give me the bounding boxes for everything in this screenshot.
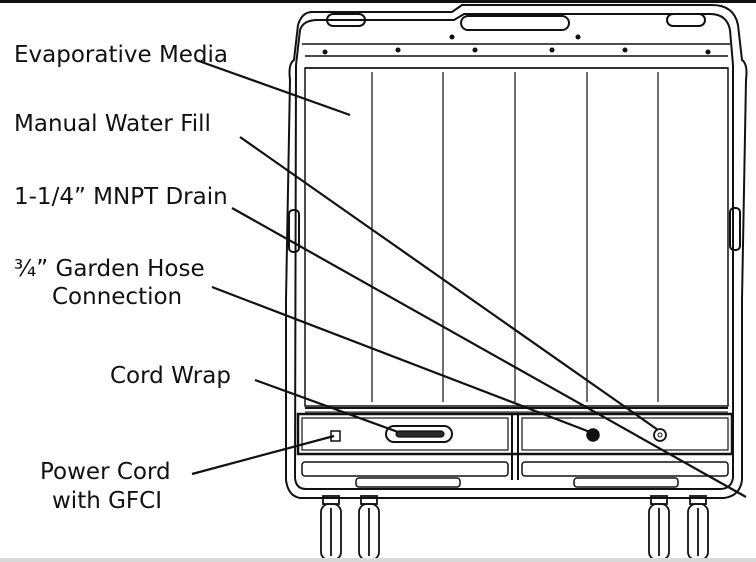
label-manual-water-fill: Manual Water Fill [14, 111, 211, 137]
leader-lines [191, 58, 747, 498]
top-center-handle [460, 15, 570, 31]
top-left-handle [326, 13, 366, 27]
cooler-body [285, 4, 748, 499]
caster-wheel [320, 495, 342, 561]
top-right-handle [666, 13, 706, 27]
top-bracket [302, 34, 730, 69]
label-mnpt-drain: 1-1/4” MNPT Drain [14, 184, 228, 210]
bottom-strip [0, 558, 756, 562]
label-garden-hose-line2: Connection [52, 284, 182, 310]
casters [320, 495, 709, 561]
label-garden-hose-line1: ¾” Garden Hose [14, 256, 205, 282]
evaporative-media-panel [304, 67, 729, 413]
leader-evaporative-media [195, 58, 351, 117]
leader-manual-water-fill [239, 136, 659, 431]
top-handles [326, 13, 706, 31]
cord-wrap [385, 425, 453, 443]
top-border [0, 0, 756, 3]
caster-wheel [358, 495, 380, 561]
label-cord-wrap: Cord Wrap [110, 363, 231, 389]
left-side-grip [288, 209, 300, 253]
label-power-cord-line1: Power Cord [40, 459, 171, 485]
caster-wheel [648, 495, 670, 561]
label-evaporative-media: Evaporative Media [14, 42, 228, 68]
leader-mnpt-drain [231, 207, 747, 498]
leader-cord-wrap [254, 378, 399, 434]
manual-water-fill [653, 428, 667, 442]
leader-power-cord [191, 434, 335, 476]
reservoir [296, 412, 734, 488]
leader-garden-hose [211, 285, 591, 434]
caster-wheel [687, 495, 709, 561]
side-grips [288, 207, 741, 253]
label-power-cord-line2: with GFCI [52, 488, 162, 514]
right-side-grip [729, 207, 741, 251]
